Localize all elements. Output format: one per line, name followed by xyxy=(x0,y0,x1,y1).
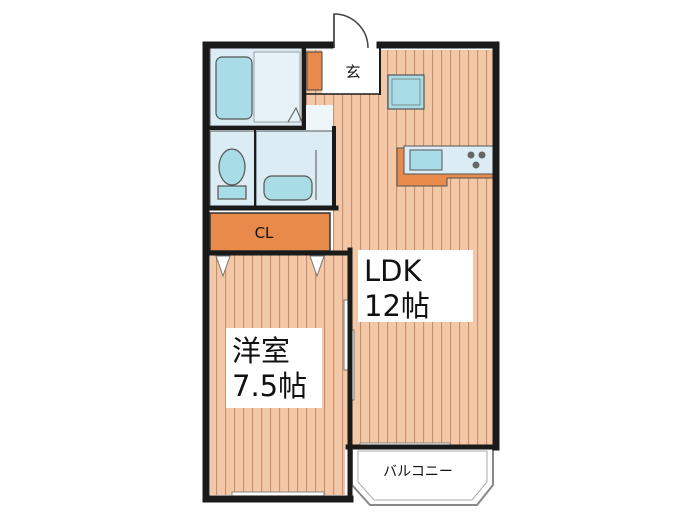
washroom-door xyxy=(287,106,303,123)
stove-burner xyxy=(467,151,475,159)
closet-label: CL xyxy=(255,224,274,242)
western-door xyxy=(309,255,325,278)
shoe-cabinet xyxy=(306,51,323,91)
western-room-name: 洋室 xyxy=(232,334,290,368)
ldk-size: 12帖 xyxy=(364,289,430,323)
western-label-bg xyxy=(226,328,322,408)
ldk-label-bg xyxy=(358,250,473,322)
stove-burner xyxy=(472,161,480,169)
entrance-label-bg xyxy=(338,58,368,86)
western-door xyxy=(215,255,231,278)
ldk-name: LDK xyxy=(364,254,422,288)
closet xyxy=(209,212,331,252)
entrance-door xyxy=(333,13,369,49)
toilet-bowl xyxy=(218,148,246,186)
kitchen-sink xyxy=(409,149,443,171)
balcony-label: バルコニー xyxy=(383,464,453,480)
appliance-space xyxy=(387,74,425,110)
bathtub xyxy=(215,56,253,120)
shower-area xyxy=(253,51,301,123)
washbasin xyxy=(263,175,313,201)
western-room-size: 7.5帖 xyxy=(232,369,307,403)
toilet-tank xyxy=(217,185,247,200)
stove-burner xyxy=(478,151,486,159)
walls xyxy=(202,41,500,503)
entrance-label: 玄 xyxy=(345,63,360,81)
